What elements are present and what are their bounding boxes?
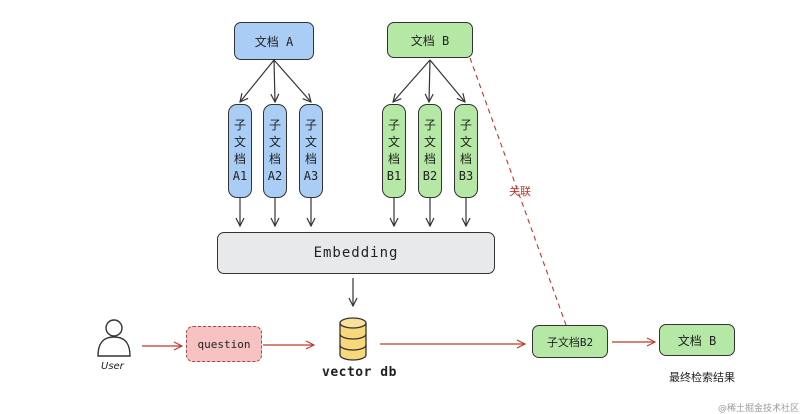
final-result-caption: 最终检索结果 <box>669 371 735 384</box>
retrieved-child-doc-label: 子文档B2 <box>546 335 594 349</box>
child-doc-b3: 子 文 档 B3 <box>454 104 478 198</box>
child-doc-text: 子 <box>387 118 400 132</box>
child-doc-a1: 子 文 档 A1 <box>228 104 252 198</box>
embedding-box: Embedding <box>217 232 495 274</box>
child-doc-text: 档 <box>387 152 400 166</box>
doc-b-split-arrows <box>393 59 465 102</box>
user-icon <box>97 319 131 357</box>
user-label: User <box>101 361 124 372</box>
child-doc-text: 文 <box>459 135 472 149</box>
child-doc-text: 文 <box>304 135 317 149</box>
child-doc-id: A1 <box>232 169 248 183</box>
doc-a-split-arrows <box>240 59 311 102</box>
child-doc-a2: 子 文 档 A2 <box>263 104 287 198</box>
database-icon <box>339 317 367 361</box>
child-doc-text: 文 <box>268 135 281 149</box>
child-doc-text: 子 <box>268 118 281 132</box>
watermark: @稀土掘金技术社区 <box>718 404 800 414</box>
child-doc-text: 文 <box>387 135 400 149</box>
doc-a-label: 文档 A <box>254 34 294 49</box>
child-doc-text: 档 <box>304 152 317 166</box>
question-box: question <box>186 326 262 362</box>
retrieved-child-doc-box: 子文档B2 <box>532 325 608 358</box>
question-label: question <box>197 337 251 351</box>
child-doc-id: A3 <box>303 169 319 183</box>
child-doc-text: 档 <box>423 152 436 166</box>
child-doc-a3: 子 文 档 A3 <box>299 104 323 198</box>
final-doc-label: 文档 B <box>677 333 717 348</box>
child-doc-b1: 子 文 档 B1 <box>382 104 406 198</box>
final-doc-box: 文档 B <box>659 324 735 356</box>
doc-a-box: 文档 A <box>234 22 314 60</box>
child-doc-text: 子 <box>423 118 436 132</box>
child-doc-id: B1 <box>386 169 402 183</box>
child-doc-text: 子 <box>304 118 317 132</box>
child-doc-text: 档 <box>459 152 472 166</box>
child-doc-text: 文 <box>233 135 246 149</box>
relation-dashed-line <box>469 57 567 326</box>
child-doc-text: 文 <box>423 135 436 149</box>
child-doc-text: 档 <box>268 152 281 166</box>
child-doc-id: B3 <box>458 169 474 183</box>
child-doc-b2: 子 文 档 B2 <box>418 104 442 198</box>
children-to-embedding-arrows <box>240 198 466 226</box>
relation-label: 关联 <box>509 185 531 198</box>
child-doc-text: 子 <box>459 118 472 132</box>
child-doc-id: A2 <box>267 169 283 183</box>
embedding-label: Embedding <box>313 245 399 261</box>
child-doc-text: 子 <box>233 118 246 132</box>
child-doc-text: 档 <box>233 152 246 166</box>
vector-db-label: vector db <box>322 365 397 380</box>
doc-b-box: 文档 B <box>387 22 473 58</box>
child-doc-id: B2 <box>422 169 438 183</box>
doc-b-label: 文档 B <box>410 33 450 48</box>
